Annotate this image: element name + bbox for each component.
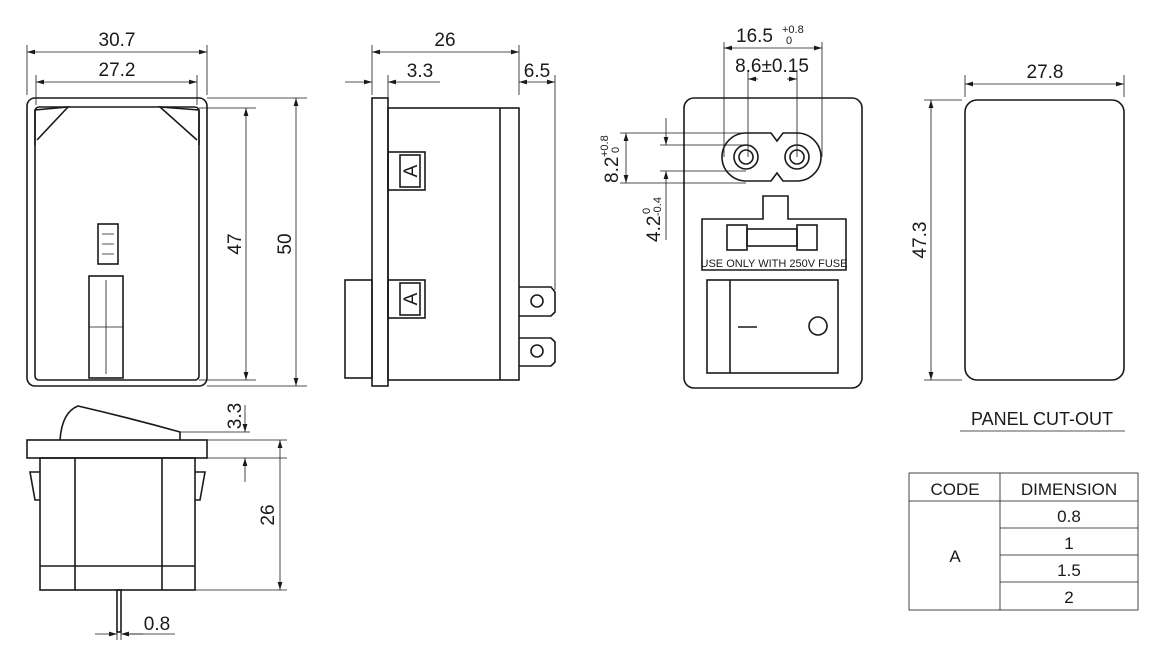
terminals: [519, 286, 556, 367]
svg-text:0: 0: [786, 35, 792, 47]
svg-text:A: A: [401, 164, 422, 177]
dim-width-outer: 30.7: [99, 30, 136, 51]
panel-cutout: 27.8 47.3 PANEL CUT-OUT: [910, 62, 1125, 432]
svg-text:+0.8: +0.8: [782, 24, 804, 36]
dim-bottom-depth: 26: [258, 504, 279, 525]
dim-flange: 3.3: [407, 61, 433, 82]
dim-cutout-width: 27.8: [1027, 62, 1064, 83]
dim-cutout-height: 47.3: [910, 222, 931, 259]
svg-text:+0.8: +0.8: [599, 135, 611, 157]
table-cell: 2: [1064, 588, 1073, 607]
rocker-switch: [706, 279, 839, 374]
dim-terminal: 6.5: [524, 61, 550, 82]
fuse-icon: [726, 224, 818, 251]
corner-clips: [34, 106, 200, 145]
dim-span: 16.5: [736, 26, 773, 47]
dim-pitch: 8.6±0.15: [735, 56, 809, 77]
dim-offset: 4.2 0 -0.4: [641, 197, 665, 242]
tab-a-top: A: [387, 151, 426, 191]
dim-depth: 26: [434, 30, 455, 51]
cutout-title: PANEL CUT-OUT: [971, 409, 1113, 429]
svg-text:A: A: [401, 292, 422, 305]
table-cell: 0.8: [1057, 507, 1081, 526]
dimension-table: CODE DIMENSION A 0.8 1 1.5 2: [908, 472, 1139, 611]
dim-rocker: 3.3: [225, 403, 246, 429]
tab-a-bottom: A: [387, 279, 426, 319]
front-view: 30.7 27.2 47 50: [26, 30, 307, 387]
table-header-dimension: DIMENSION: [1021, 480, 1117, 499]
c8-inlet: [721, 132, 822, 182]
table-header-code: CODE: [930, 480, 979, 499]
svg-text:8.2: 8.2: [602, 157, 623, 183]
dim-height: 8.2 +0.8 0: [599, 135, 623, 183]
dim-height-outer: 50: [275, 233, 296, 254]
fuse-warning-label: USE ONLY WITH 250V FUSE: [701, 258, 848, 270]
rocker-face: [88, 275, 124, 379]
fuse-holder: [701, 195, 847, 271]
rocker-profile: [59, 405, 181, 441]
svg-text:4.2: 4.2: [644, 216, 665, 242]
table-cell: 1: [1064, 534, 1073, 553]
svg-text:-0.4: -0.4: [652, 197, 664, 216]
svg-text:0: 0: [610, 147, 622, 153]
dim-pin: 0.8: [144, 614, 170, 635]
dim-width-inner: 27.2: [99, 60, 136, 81]
table-cell: 1.5: [1057, 561, 1081, 580]
svg-text:0: 0: [641, 208, 653, 214]
dim-height-inner: 47: [225, 233, 246, 254]
side-view: A A 26 3.3 6.5: [344, 30, 556, 387]
socket-view: USE ONLY WITH 250V FUSE 16.5 +0.8 0 8.6±…: [599, 24, 863, 389]
indicator-window: [97, 223, 119, 265]
bottom-view: 3.3 26 0.8: [26, 403, 287, 640]
table-code-cell: A: [949, 547, 961, 566]
